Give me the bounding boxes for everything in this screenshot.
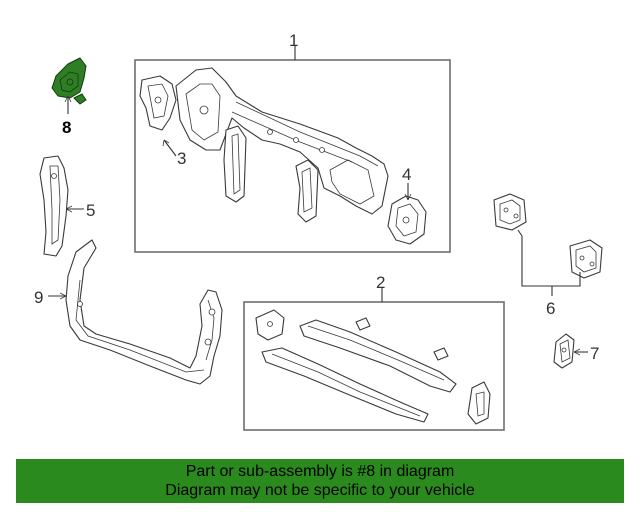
callout-7[interactable]: 7	[590, 344, 599, 363]
callout-2[interactable]: 2	[376, 273, 385, 292]
callout-5[interactable]: 5	[86, 201, 95, 220]
radiator-support-upper	[175, 67, 389, 215]
side-bracket-3	[139, 75, 177, 131]
leader-line-3	[163, 139, 177, 157]
callout-4[interactable]: 4	[402, 165, 411, 184]
part-9: 9	[34, 239, 223, 385]
info-banner: Part or sub-assembly is #8 in diagram Di…	[16, 459, 624, 503]
leader-line-6	[517, 229, 581, 287]
part-6: 6	[493, 193, 603, 318]
part-5: 5	[39, 155, 95, 257]
callout-6[interactable]: 6	[546, 299, 555, 318]
part-7: 7	[553, 333, 599, 369]
callout-1[interactable]: 1	[289, 31, 298, 50]
center-brace	[223, 125, 247, 203]
banner-line-2: Diagram may not be specific to your vehi…	[165, 482, 475, 499]
callout-9[interactable]: 9	[34, 288, 43, 307]
side-bracket-4	[387, 195, 427, 245]
part-group-1: 1 3	[134, 31, 451, 253]
part-group-2: 2	[243, 273, 505, 431]
banner-line-1: Part or sub-assembly is #8 in diagram	[185, 463, 455, 480]
callout-3[interactable]: 3	[177, 149, 186, 168]
hood-latch-support	[295, 159, 319, 223]
part-8-highlighted[interactable]: 8	[51, 57, 87, 137]
callout-8[interactable]: 8	[62, 118, 71, 137]
